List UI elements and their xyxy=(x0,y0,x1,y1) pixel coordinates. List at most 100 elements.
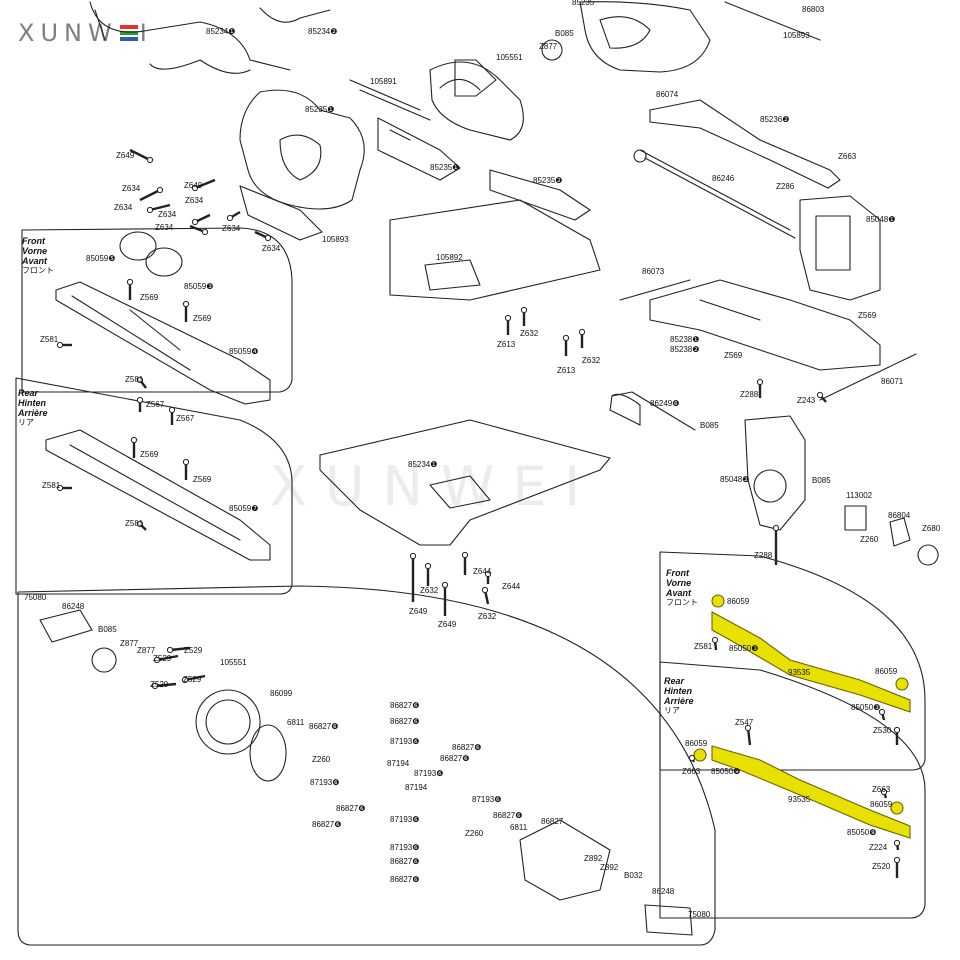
part-label: Z632 xyxy=(420,586,439,595)
rear-label-en: Rear xyxy=(18,388,39,398)
part-label: 85235❷ xyxy=(533,176,563,185)
part-label: Z529 xyxy=(153,654,172,663)
part-label: Z581 xyxy=(40,335,59,344)
part-label: 86246 xyxy=(712,174,735,183)
part-label: 86059 xyxy=(870,800,893,809)
rear-link-label-fr: Arrière xyxy=(664,696,694,706)
part-label: 86827 xyxy=(541,817,564,826)
part-label: 105893 xyxy=(783,31,810,40)
part-label: Z634 xyxy=(185,196,204,205)
part-label: 85235❶ xyxy=(305,105,335,114)
part-label: 86248 xyxy=(62,602,85,611)
part-label: 86827❻ xyxy=(440,754,470,763)
part-label: 85048❶ xyxy=(866,215,896,224)
part-label: 105891 xyxy=(370,77,397,86)
bearing-113002 xyxy=(844,505,867,531)
rear-link-label-de: Hinten xyxy=(664,686,692,696)
part-label: B032 xyxy=(624,871,643,880)
part-label: 86803 xyxy=(802,5,825,14)
rear-bumper-85059 xyxy=(45,429,271,561)
screw-head xyxy=(136,376,144,384)
part-label: 6811 xyxy=(510,823,528,832)
part-label: Z634 xyxy=(114,203,133,212)
diff-gear-assembly xyxy=(429,61,524,141)
ring-gear-105551 xyxy=(195,689,261,755)
part-label: 86059 xyxy=(685,739,708,748)
nut-86804 xyxy=(889,517,911,547)
diff-case-86827 xyxy=(519,819,611,901)
hub-carrier-85048 xyxy=(799,195,881,301)
part-label: Z243 xyxy=(797,396,816,405)
part-label: Z892 xyxy=(584,854,603,863)
part-label: Z569 xyxy=(193,314,212,323)
front-ball-end-bottom xyxy=(895,677,909,691)
turnbuckle-links xyxy=(693,594,911,839)
screw-shaft xyxy=(154,682,177,688)
watermark: XUNWEI xyxy=(270,455,599,518)
part-label: 87193❻ xyxy=(390,843,420,852)
screw-head xyxy=(756,378,764,386)
upper-arm-pair xyxy=(89,1,291,74)
chassis-plate-105892 xyxy=(389,199,601,301)
outdrive-86248-left xyxy=(39,609,93,643)
screw-head xyxy=(56,341,64,349)
rear-hub-85048 xyxy=(744,415,806,531)
part-label: 85234❷ xyxy=(308,27,338,36)
part-label: Z649 xyxy=(184,181,203,190)
part-label: B085 xyxy=(98,625,117,634)
wheel-z680 xyxy=(917,544,939,566)
part-label: 105892 xyxy=(436,253,463,262)
part-label: 86827❻ xyxy=(336,804,366,813)
front-label-en: Front xyxy=(22,236,45,246)
part-label: 86804 xyxy=(888,511,911,520)
screw-head xyxy=(711,636,719,644)
screw-head xyxy=(126,278,134,286)
part-label: Z634 xyxy=(222,224,241,233)
bar-85235 xyxy=(489,169,591,221)
screw-head xyxy=(562,334,570,342)
front-label-fr: Avant xyxy=(22,256,48,266)
part-label: Z613 xyxy=(497,340,516,349)
part-label: Z569 xyxy=(724,351,743,360)
screw-head xyxy=(409,552,417,560)
screw-head xyxy=(146,156,154,164)
front-turnbuckle-86059 xyxy=(711,611,911,713)
part-label: 86827❻ xyxy=(390,857,420,866)
part-label: Z260 xyxy=(312,755,331,764)
part-label: 85050❾ xyxy=(711,767,741,776)
part-label: Z569 xyxy=(193,475,212,484)
part-label: 85234❶ xyxy=(408,460,438,469)
part-label: B085 xyxy=(700,421,719,430)
screw-head xyxy=(772,524,780,532)
screw-head xyxy=(182,300,190,308)
front-ball-end-top xyxy=(711,594,725,608)
part-label: 85235 xyxy=(572,0,595,7)
part-label: 75080 xyxy=(24,593,47,602)
part-label: Z581 xyxy=(42,481,61,490)
part-label: Z569 xyxy=(140,293,159,302)
screw-head xyxy=(880,788,888,796)
shaft-86803 xyxy=(724,1,821,41)
screw-head xyxy=(146,206,154,214)
part-label: 86827❻ xyxy=(390,875,420,884)
screw-head xyxy=(893,726,901,734)
part-label: 85236❷ xyxy=(760,115,790,124)
front-label-ja: フロント xyxy=(22,266,54,275)
part-label: 93535 xyxy=(788,668,811,677)
front-link-label-ja: フロント xyxy=(666,598,698,607)
rear-label-de: Hinten xyxy=(18,398,46,408)
part-label: Z288 xyxy=(740,390,759,399)
part-label: 87194 xyxy=(405,783,428,792)
part-label: Z663 xyxy=(872,785,891,794)
screws-group xyxy=(56,148,901,878)
part-label: 85050❸ xyxy=(729,644,759,653)
part-label: 87193❻ xyxy=(310,778,340,787)
screw-head xyxy=(688,754,696,762)
part-label: 6811 xyxy=(287,718,305,727)
screw-head xyxy=(744,724,752,732)
part-label: Z530 xyxy=(873,726,892,735)
screw-head xyxy=(182,458,190,466)
part-label: 85059❺ xyxy=(86,254,116,263)
screw-head xyxy=(153,656,161,664)
